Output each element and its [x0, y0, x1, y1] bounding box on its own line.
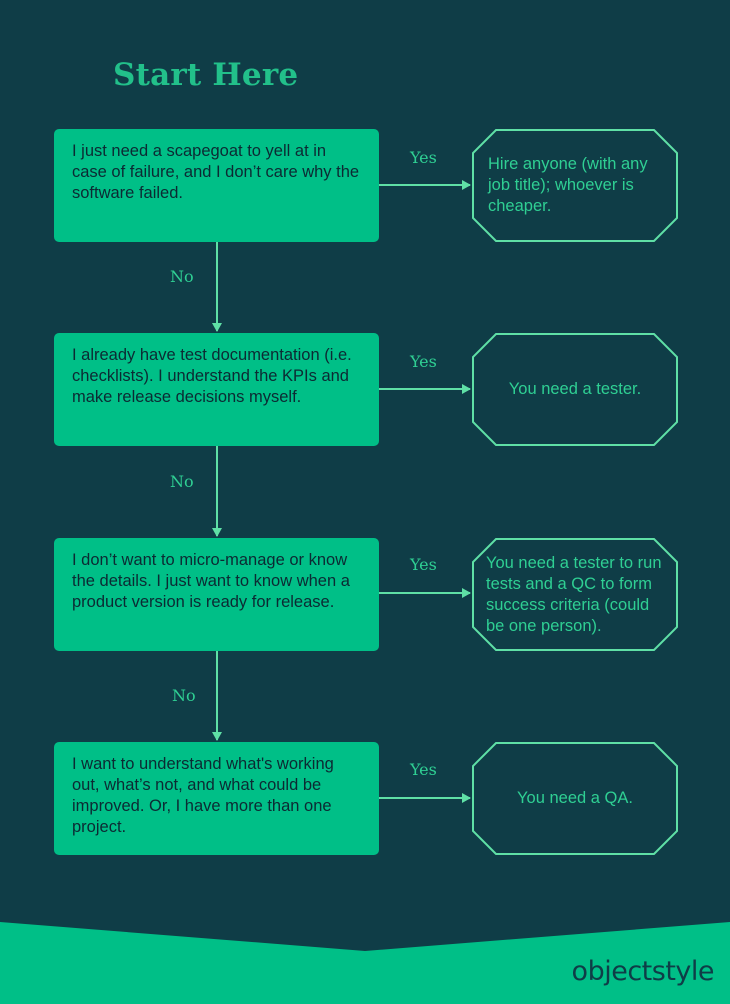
- octagon-shape: [472, 333, 678, 446]
- octagon-shape: [472, 129, 678, 242]
- question-box-4: I want to understand what's working out,…: [54, 742, 379, 855]
- octagon-shape: [472, 742, 678, 855]
- objectstyle-logo: objectstyle: [571, 956, 715, 987]
- question-box-2: I already have test documentation (i.e. …: [54, 333, 379, 446]
- answer-box-3: You need a tester to run tests and a QC …: [472, 538, 678, 651]
- no-label-2: No: [170, 472, 194, 491]
- answer-text-4: You need a QA.: [517, 789, 633, 807]
- yes-label-3: Yes: [410, 555, 437, 574]
- yes-label-1: Yes: [410, 148, 437, 167]
- yes-label-4: Yes: [410, 760, 437, 779]
- question-box-1: I just need a scapegoat to yell at in ca…: [54, 129, 379, 242]
- answer-text-3: You need a tester to run tests and a QC …: [486, 553, 662, 635]
- start-here-title: Start Here: [113, 57, 299, 93]
- answer-text-2: You need a tester.: [508, 380, 642, 398]
- answer-text-1: Hire anyone (with any job title); whoeve…: [488, 155, 648, 215]
- yes-label-2: Yes: [410, 352, 437, 371]
- question-box-3: I don’t want to micro-manage or know the…: [54, 538, 379, 651]
- answer-box-4: You need a QA.: [472, 742, 678, 855]
- answer-box-1: Hire anyone (with any job title); whoeve…: [472, 129, 678, 242]
- no-label-3: No: [172, 686, 196, 705]
- answer-box-2: You need a tester.: [472, 333, 678, 446]
- no-label-1: No: [170, 267, 194, 286]
- octagon-shape: [472, 538, 678, 651]
